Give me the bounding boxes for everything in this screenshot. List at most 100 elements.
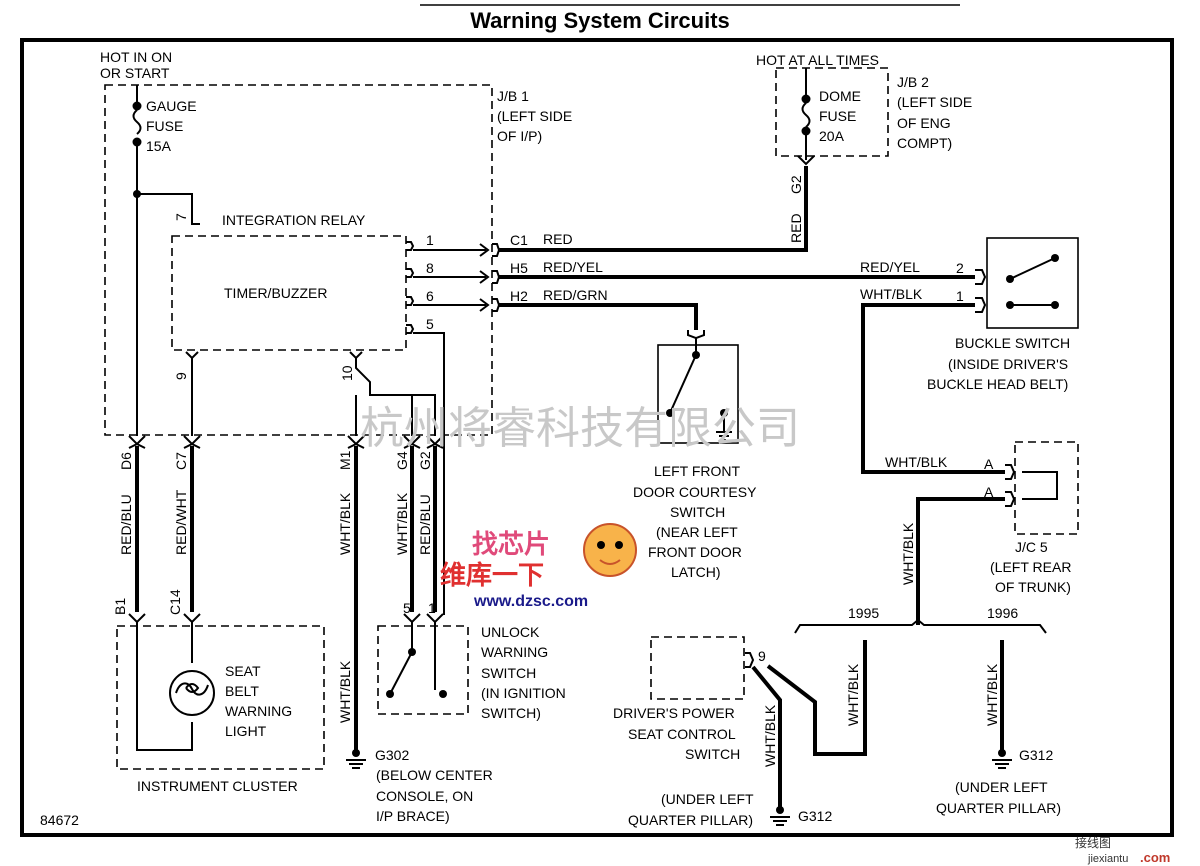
unlock-switch-pin-1: 1 xyxy=(428,600,436,616)
pin-7: 7 xyxy=(173,213,189,221)
unlock-switch-pin-5: 5 xyxy=(403,600,411,616)
wire-label-red-yel: RED/YEL xyxy=(543,259,603,275)
seat-switch-label-2: SEAT CONTROL xyxy=(628,726,736,742)
seat-belt-warning-light xyxy=(169,670,215,716)
wire-label-wht-blk-buckle: WHT/BLK xyxy=(860,286,923,302)
pin-1: 1 xyxy=(426,232,434,248)
pin-8: 8 xyxy=(426,260,434,276)
dome-fuse-label: DOME xyxy=(819,88,861,104)
jiexiantu-logo: 接线图 jiexiantu .com xyxy=(1075,835,1170,865)
unlock-warning-switch-box xyxy=(377,625,469,715)
jb1-bottom-connectors xyxy=(128,435,444,449)
pin-c1: C1 xyxy=(510,232,528,248)
year-1996: 1996 xyxy=(987,605,1018,621)
g312-right-location: (UNDER LEFT xyxy=(955,779,1048,795)
buckle-pin-2: 2 xyxy=(956,260,964,276)
jc5-pin-a-2: A xyxy=(984,484,994,500)
ground-g312-right-label: G312 xyxy=(1019,747,1053,763)
pin-d6: D6 xyxy=(118,452,134,470)
door-switch-label-3: SWITCH xyxy=(670,504,725,520)
buckle-switch-label-2: (INSIDE DRIVER'S xyxy=(948,356,1068,372)
seat-light-label-4: LIGHT xyxy=(225,723,267,739)
g312-left-location: (UNDER LEFT xyxy=(661,791,754,807)
jc5-label-3: OF TRUNK) xyxy=(995,579,1071,595)
door-courtesy-switch-box xyxy=(657,344,739,444)
pin-c7: C7 xyxy=(173,452,189,470)
wire-label-red-yel-2: RED/YEL xyxy=(860,259,920,275)
wire-label-wht-blk-1995: WHT/BLK xyxy=(845,663,861,726)
svg-text:维库一下: 维库一下 xyxy=(440,560,544,591)
wire-label-red-wht: RED/WHT xyxy=(173,489,189,555)
jc5-label: J/C 5 xyxy=(1015,539,1048,555)
pin-9: 9 xyxy=(173,372,189,380)
buckle-pin-1: 1 xyxy=(956,288,964,304)
wire-label-wht-blk-jc5: WHT/BLK xyxy=(900,522,916,585)
jb2-label-4: COMPT) xyxy=(897,135,952,151)
pin-h2: H2 xyxy=(510,288,528,304)
jb2-label: J/B 2 xyxy=(897,74,929,90)
wire-wht-blk-jc5 xyxy=(916,497,1005,625)
jb2-box xyxy=(775,67,889,157)
relay-connectors xyxy=(406,241,415,334)
seat-switch-label-3: SWITCH xyxy=(685,746,740,762)
pin-10: 10 xyxy=(339,365,355,381)
gauge-fuse xyxy=(132,85,142,147)
instrument-cluster-label: INSTRUMENT CLUSTER xyxy=(137,778,298,794)
pin-g4: G4 xyxy=(394,451,410,470)
pin-g2: G2 xyxy=(417,451,433,470)
wire-red-grn xyxy=(499,303,698,330)
g312-left-location-2: QUARTER PILLAR) xyxy=(628,812,753,828)
wire-label-red-blu: RED/BLU xyxy=(118,494,134,555)
ground-g312-left-label: G312 xyxy=(798,808,832,824)
pin-5: 5 xyxy=(426,316,434,332)
gauge-fuse-label-2: FUSE xyxy=(146,118,183,134)
jb1-label-2: (LEFT SIDE xyxy=(497,108,572,124)
wire-label-wht-blk-seat: WHT/BLK xyxy=(762,704,778,767)
svg-text:找芯片: 找芯片 xyxy=(472,530,550,560)
integration-relay-label: INTEGRATION RELAY xyxy=(222,212,366,228)
seat-switch-pin-9: 9 xyxy=(758,648,766,664)
pin-6: 6 xyxy=(426,288,434,304)
jb2-label-2: (LEFT SIDE xyxy=(897,94,972,110)
driver-power-seat-switch-box xyxy=(650,636,745,700)
instrument-cluster-box xyxy=(116,625,325,770)
diagram-title: Warning System Circuits xyxy=(470,8,730,33)
seat-switch-label: DRIVER'S POWER xyxy=(613,705,735,721)
timer-buzzer-label: TIMER/BUZZER xyxy=(224,285,327,301)
unlock-switch-label-5: SWITCH) xyxy=(481,705,541,721)
door-switch-label-5: FRONT DOOR xyxy=(648,544,742,560)
integration-relay-box xyxy=(171,235,407,351)
g302-location-2: CONSOLE, ON xyxy=(376,788,473,804)
g302-location: (BELOW CENTER xyxy=(376,767,493,783)
dome-fuse-label-2: FUSE xyxy=(819,108,856,124)
jc5-pin-a: A xyxy=(984,456,994,472)
year-split-bracket xyxy=(794,618,1047,634)
outer-frame xyxy=(20,38,1174,837)
ground-g312-right xyxy=(992,749,1012,769)
jb1-label-3: OF I/P) xyxy=(497,128,542,144)
wire-label-red-grn: RED/GRN xyxy=(543,287,608,303)
door-switch-label-6: LATCH) xyxy=(671,564,721,580)
wire-label-wht-blk-jc: WHT/BLK xyxy=(885,454,948,470)
hot-at-all-times-label: HOT AT ALL TIMES xyxy=(756,52,879,68)
pin-m1: M1 xyxy=(337,450,353,470)
pin-g2-jb2: G2 xyxy=(788,175,804,194)
or-start-label: OR START xyxy=(100,65,170,81)
g302-location-3: I/P BRACE) xyxy=(376,808,450,824)
year-1995: 1995 xyxy=(848,605,879,621)
wire-label-wht-blk-g4: WHT/BLK xyxy=(394,492,410,555)
door-switch-label-4: (NEAR LEFT xyxy=(656,524,738,540)
svg-text:jiexiantu: jiexiantu xyxy=(1087,853,1128,865)
dzsc-logo: 找芯片 维库一下 www.dzsc.com xyxy=(440,523,637,610)
buckle-switch-box xyxy=(986,237,1079,329)
unlock-switch-label: UNLOCK xyxy=(481,624,540,640)
wire-label-wht-blk-m1: WHT/BLK xyxy=(337,492,353,555)
jb1-label: J/B 1 xyxy=(497,88,529,104)
hot-in-on-label: HOT IN ON xyxy=(100,49,172,65)
wire-wht-blk-seat xyxy=(751,665,782,808)
unlock-switch-label-3: SWITCH xyxy=(481,665,536,681)
watermark-company: 杭州将睿科技有限公司 xyxy=(360,403,800,454)
wire-label-red-vertical: RED xyxy=(788,213,804,243)
seat-light-label-2: BELT xyxy=(225,683,259,699)
